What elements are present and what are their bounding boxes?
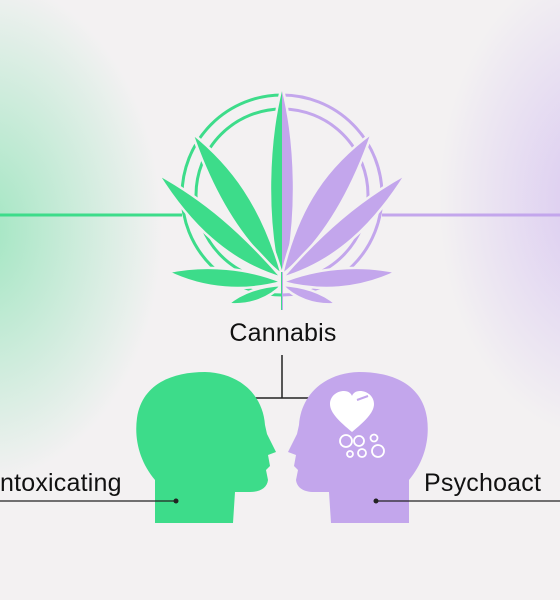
purple-head-icon — [288, 372, 428, 523]
right-leader-line — [373, 498, 560, 504]
tree-connector — [250, 355, 314, 399]
psychoactive-label: Psychoact — [424, 469, 542, 497]
green-head-icon — [136, 372, 276, 523]
heart-pill-icon — [330, 391, 385, 458]
intoxicating-label: ntoxicating — [0, 469, 122, 497]
left-leader-line — [0, 498, 179, 504]
cannabis-leaf-icon — [156, 84, 408, 310]
cannabis-label: Cannabis — [229, 319, 337, 347]
